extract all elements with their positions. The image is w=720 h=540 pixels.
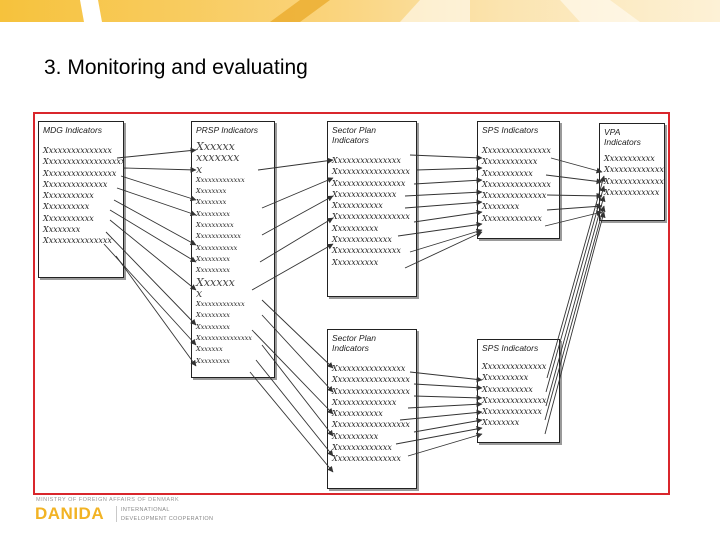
indicator-item: Xxxxxxxx — [43, 225, 81, 235]
indicator-item: Xxxxxxxxxxxxx — [332, 443, 392, 453]
indicator-item: Xxxxxxxxxxxxx — [482, 213, 542, 223]
box-title: SPS Indicators — [482, 343, 539, 353]
ministry-line: MINISTRY OF FOREIGN AFFAIRS OF DENMARK — [36, 497, 180, 503]
indicator-item: Xxxxxxxxxxx — [604, 154, 655, 163]
indicator-item: Xxxxxxxxxxx — [196, 243, 238, 252]
indicator-item: Xxxxxxxxxxx — [482, 168, 533, 178]
indicator-item: Xxxxxxxxxxx — [43, 191, 94, 201]
logo-subtitle: INTERNATIONAL DEVELOPMENT COOPERATION — [121, 506, 213, 524]
indicator-item: Xxxxxxxxxxxxx — [604, 165, 664, 175]
indicator-item: Xxxxxxxxxxxxx — [482, 407, 542, 417]
indicator-item: Xxxxxxxxxxxxxxx — [43, 146, 112, 155]
indicator-item: x — [196, 162, 203, 176]
indicator-item: Xxxxxxxxxx — [332, 257, 379, 267]
indicator-item: Xxxxxxxxxxxx — [482, 157, 538, 167]
indicator-item: Xxxxxxxxx — [196, 322, 230, 331]
indicator-item: Xxxxxxxxxxxxxxx — [196, 334, 252, 343]
box-title: PRSP Indicators — [196, 125, 259, 135]
indicator-item: Xxxxxx — [196, 140, 235, 153]
indicator-item: Xxxxxxxx — [196, 187, 227, 196]
box-title-line2: Indicators — [604, 137, 641, 147]
indicator-item: Xxxxxxxxxxxx — [604, 187, 660, 197]
indicator-item: Xxxxxxxxxxxxxx — [332, 189, 397, 199]
indicator-item: Xxxxxxxxxx — [196, 221, 234, 230]
indicator-item: Xxxxxxxxxxxxxxx — [43, 236, 112, 246]
indicator-item: Xxxxxxxxxxxxxxxx — [43, 168, 117, 178]
indicator-item: Xxxxxxxxxxxxxx — [332, 397, 397, 407]
indicator-item: Xxxxxxxxxxxxxxxxx — [332, 386, 410, 396]
logo-subtitle-line2: DEVELOPMENT COOPERATION — [121, 516, 214, 522]
indicator-item: Xxxxxxxxxxxx — [196, 232, 241, 241]
indicator-item: Xxxxxxxxx — [196, 209, 230, 218]
indicator-item: Xxxxxxxxxxxxxx — [482, 395, 547, 405]
indicator-item: Xxxxxxxxxxxxxxxx — [332, 364, 406, 373]
box-title: Sector Plan Indicators — [332, 333, 376, 353]
box-title: MDG Indicators — [43, 125, 103, 135]
logo-divider — [116, 506, 117, 522]
logo-subtitle-line1: INTERNATIONAL — [121, 507, 170, 513]
indicator-item: Xxxxxxxxxxxxxxx — [482, 146, 551, 155]
indicator-item: Xxxxxxxxxxxxxxxxxx — [43, 157, 124, 167]
indicator-item: Xxxxxxxxxxxxxxxx — [332, 178, 406, 188]
indicator-item: Xxxxxxxxxxx — [332, 409, 383, 419]
indicator-item: Xxxxxxxxxxxxxxxxx — [332, 420, 410, 430]
indicator-item: Xxxxxxxxx — [196, 254, 230, 263]
indicator-item: Xxxxxxxxxxxxxxx — [332, 454, 401, 464]
indicator-item: Xxxxxxxxxx — [482, 373, 529, 383]
indicator-item: Xxxxxxxxxxxxxxx — [482, 179, 551, 189]
indicator-item: Xxxxxxxxxxxxxx — [482, 191, 547, 201]
box-title: SPS Indicators — [482, 125, 539, 135]
box-title: Sector Plan Indicators — [332, 125, 376, 145]
indicator-item: Xxxxxxxxxxxxxx — [482, 362, 547, 371]
indicator-item: Xxxxxxxxxxx — [43, 213, 94, 223]
indicator-item: Xxxxxxxxxxxxxxx — [332, 246, 401, 256]
indicator-item: Xxxxxxxxxxxxx — [604, 176, 664, 186]
indicator-item: Xxxxxxxxxx — [332, 431, 379, 441]
indicator-item: x — [196, 286, 203, 300]
indicator-item: Xxxxxxxxxx — [43, 202, 90, 212]
indicator-item: xxxxxxx — [196, 151, 240, 165]
indicator-item: Xxxxxxxx — [482, 418, 520, 428]
slide-title: 3. Monitoring and evaluating — [44, 56, 308, 79]
indicator-item: Xxxxxxxxxxxxx — [196, 175, 245, 184]
indicator-item: Xxxxxxxxx — [196, 356, 230, 365]
indicator-item: Xxxxxxxxxxxxx — [332, 235, 392, 245]
indicator-item: Xxxxxxxxxxxxxxxxx — [332, 212, 410, 222]
indicator-item: Xxxxxxxxxxxxxxxxx — [332, 375, 410, 385]
header-decoration-band — [0, 0, 720, 22]
indicator-item: Xxxxxxxxxxxxxxx — [332, 156, 401, 165]
danida-logo: DANIDA — [35, 504, 105, 523]
indicator-item: Xxxxxxxxxx — [332, 223, 379, 233]
box-title: VPA Indicators — [604, 127, 660, 147]
indicator-item: Xxxxxxxx — [482, 202, 520, 212]
indicator-item: Xxxxxxxxxxx — [332, 201, 383, 211]
indicator-item: Xxxxxxxxxxxxx — [196, 300, 245, 309]
indicator-item: Xxxxxxxxxxx — [482, 384, 533, 394]
indicator-item: Xxxxxxxxx — [196, 266, 230, 275]
indicator-item: Xxxxxx — [196, 275, 235, 289]
indicator-item: Xxxxxxxxxxxxxxxxx — [332, 167, 410, 177]
indicator-item: Xxxxxxx — [196, 345, 223, 354]
indicator-item: Xxxxxxxxxxxxxx — [43, 179, 108, 189]
box-title-line1: VPA — [604, 127, 621, 137]
indicator-item: Xxxxxxxx — [196, 198, 227, 207]
indicator-item: Xxxxxxxxx — [196, 311, 230, 320]
